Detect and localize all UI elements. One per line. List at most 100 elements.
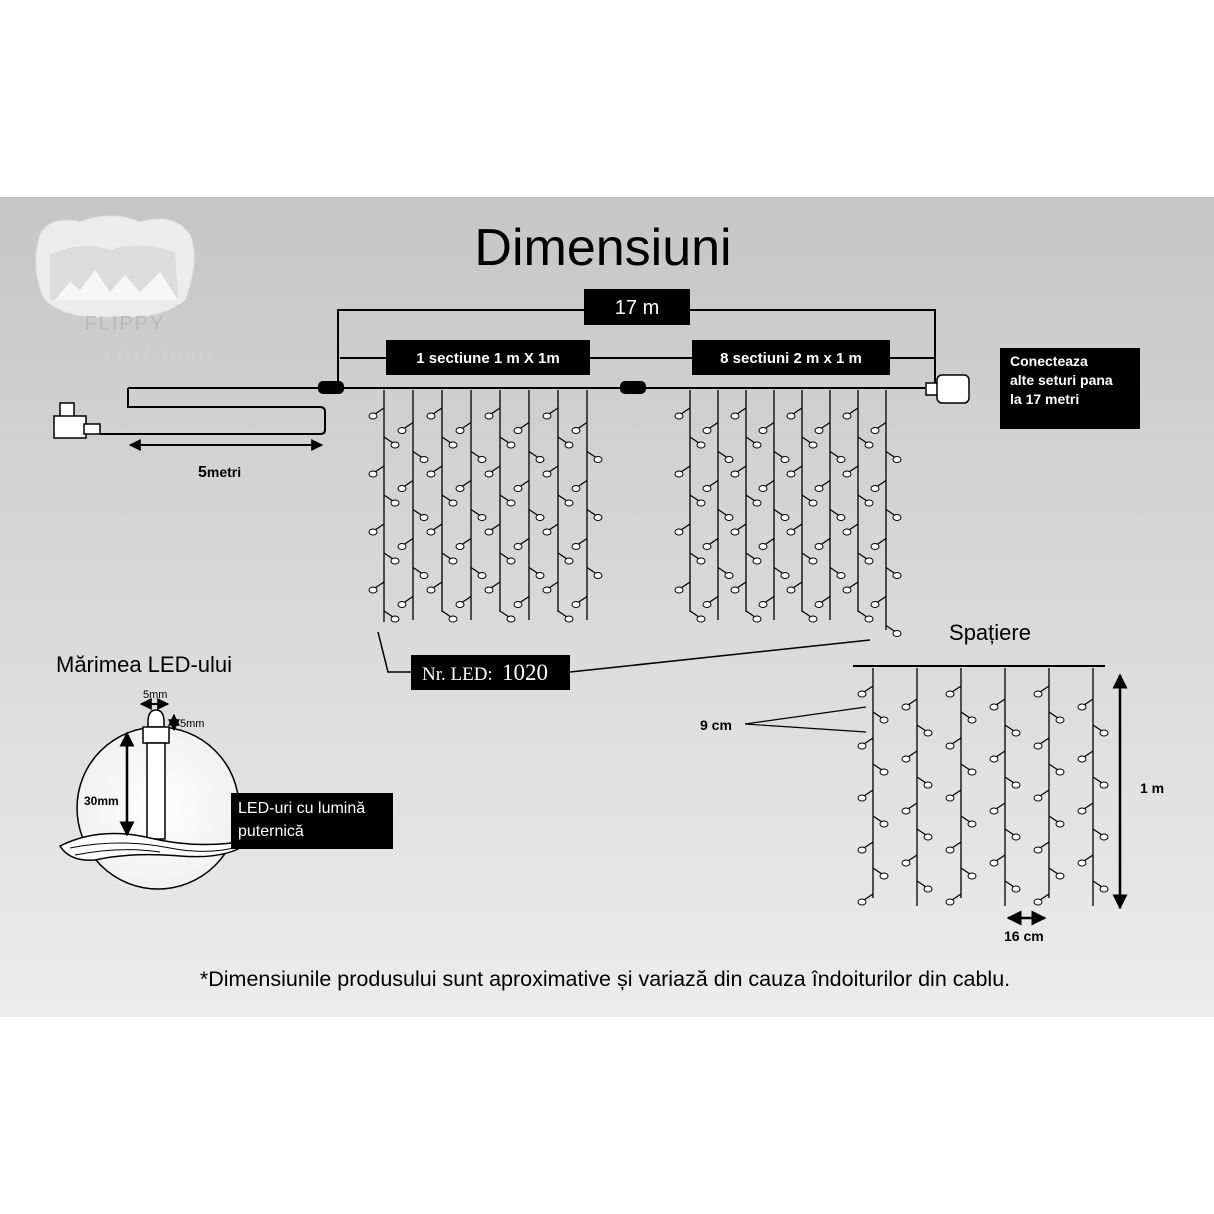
led-stem [1048,867,1059,875]
led-bulb [870,485,880,492]
led-bulb [879,820,889,828]
led-bulb [477,456,487,463]
led-size-title: Mărimea LED-ului [56,652,232,677]
led-bulb [419,514,429,521]
power-adapter-icon [53,402,101,439]
led-bulb [1033,742,1043,750]
led-bulb [368,412,378,420]
led-bulb [842,528,852,536]
led-bulb [390,615,400,623]
vertical-spacing-label: 9 cm [700,717,732,733]
led-bulb [506,499,516,507]
led-stem [586,567,597,574]
led-bulb [513,427,523,434]
led-bulb [923,729,933,737]
led-stem [773,451,784,458]
led-bulb [814,543,824,550]
led-bulb [593,572,603,579]
led-bulb [368,528,378,536]
strand-group-spacing [857,668,1109,906]
disclaimer: *Dimensiunile produsului sunt aproximati… [200,967,1010,991]
led-note-line2: puternică [238,823,304,840]
led-bulb [484,586,494,594]
led-stem [773,567,784,574]
led-bulb [564,441,574,449]
led-height-label: 30mm [84,794,119,808]
led-bulb [892,456,902,463]
led-bulb [542,470,552,478]
led-stem [577,538,588,545]
led-stem [403,538,414,545]
led-stem [951,893,962,901]
led-stem [470,567,481,574]
led-bulb [724,572,734,579]
diagram-panel [0,197,1214,1017]
led-bulb [857,742,867,750]
led-stem [717,567,728,574]
led-stem [461,480,472,487]
led-stem [403,480,414,487]
section2-label: 8 sectiuni 2 m x 1 m [692,340,890,375]
led-bulb [758,427,768,434]
led-bulb [857,846,867,854]
led-stem [412,567,423,574]
led-bulb [390,557,400,565]
led-stem [689,610,700,618]
led-stem [872,815,883,823]
led-stem [885,625,896,632]
led-stem [736,465,747,473]
led-bulb [397,427,407,434]
strand-group-section1 [368,390,603,623]
led-stem [432,465,443,473]
led-stem [792,465,803,473]
led-bulb [513,601,523,608]
led-stem [801,610,812,618]
led-stem [872,711,883,719]
led-stem [829,509,840,516]
led-stem [857,552,868,560]
led-stem [820,422,831,429]
led-stem [792,407,803,415]
led-bulb [870,427,880,434]
led-bulb [967,716,977,724]
led-bulb [842,470,852,478]
led-bulb [836,572,846,579]
led-bulb [901,859,911,867]
led-bulb [564,499,574,507]
led-stem [557,494,568,502]
led-bulb [836,514,846,521]
led-count-value: 1020 [502,660,548,685]
led-bulb [1011,885,1021,893]
led-stem [848,407,859,415]
led-stem [680,407,691,415]
led-bulb [724,456,734,463]
led-bulb [484,470,494,478]
led-bulb [455,601,465,608]
led-bulb [506,557,516,565]
led-stem [577,422,588,429]
led-bulb [870,601,880,608]
led-bulb [1077,703,1087,711]
led-bulb [758,485,768,492]
led-stem [1092,880,1103,888]
led-bulb [923,885,933,893]
led-bulb [564,615,574,623]
led-bulb [1099,781,1109,789]
led-stem [1048,815,1059,823]
led-stem [548,523,559,531]
led-stem [916,724,927,732]
led-bulb [397,543,407,550]
led-bulb [1099,833,1109,841]
led-bulb [752,557,762,565]
led-bulb [864,499,874,507]
led-stem [885,509,896,516]
led-stem [432,581,443,589]
led-bulb [513,485,523,492]
led-stem [374,523,385,531]
led-bulb [901,703,911,711]
section1-label: 1 sectiune 1 m X 1m [386,340,590,375]
led-bulb [814,485,824,492]
led-stem [960,815,971,823]
led-bulb [989,703,999,711]
